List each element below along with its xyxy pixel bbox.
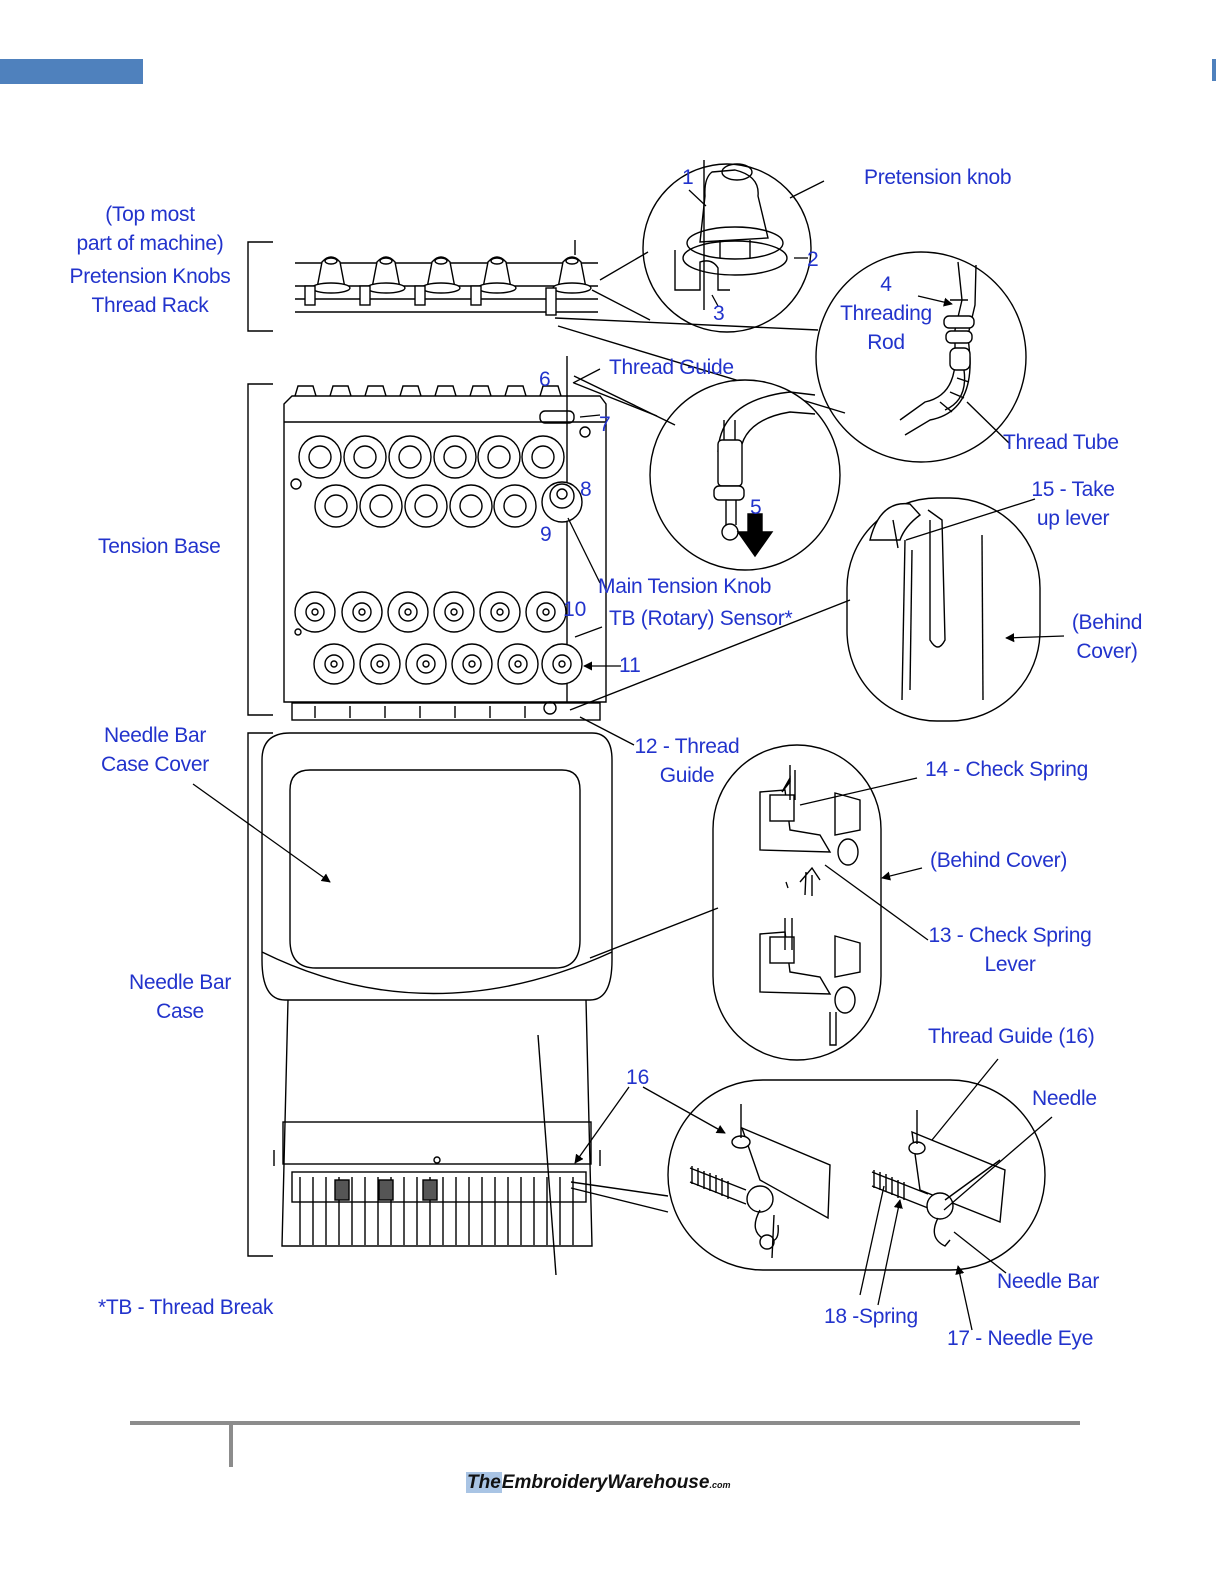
logo-the: The	[466, 1472, 502, 1493]
tension-knobs-upper-row	[298, 435, 565, 479]
label-check-spring-lever: 13 - Check Spring Lever	[915, 921, 1105, 979]
logo-suffix: .com	[709, 1480, 731, 1490]
pretension-knob-3	[414, 256, 461, 306]
callout-8: 8	[580, 478, 592, 501]
label-thread-guide-12-line2: Guide	[659, 764, 715, 787]
label-top-most-line1: (Top most	[105, 203, 195, 226]
pretension-knob-5	[545, 240, 592, 316]
pretension-knob-4	[470, 256, 517, 306]
label-tension-base: Tension Base	[98, 535, 221, 558]
threading-rod-zoom-circle	[554, 251, 1027, 463]
label-take-up-lever: 15 - Take up lever	[1013, 475, 1133, 533]
callout-1: 1	[682, 166, 694, 189]
callout-11: 11	[619, 654, 641, 677]
label-needle-bar-case-line2: Case	[156, 1000, 204, 1023]
header-accent-bar	[0, 59, 143, 84]
needle-zoom	[570, 1079, 1046, 1271]
label-thread-guide-12-line1: 12 - Thread	[634, 735, 740, 758]
callout-2: 2	[807, 248, 819, 271]
label-needle: Needle	[1032, 1087, 1097, 1110]
label-thread-guide: Thread Guide	[609, 356, 734, 379]
tension-knobs-middle-row	[314, 484, 537, 528]
label-needle-bar-case: Needle Bar Case	[110, 968, 250, 1026]
label-pretension-knobs-line1: Pretension Knobs	[69, 265, 231, 288]
footer-logo: TheEmbroideryWarehouse.com	[466, 1471, 730, 1495]
check-spring-zoom	[589, 744, 882, 1061]
callout-16: 16	[626, 1066, 650, 1089]
footer-divider	[229, 1425, 233, 1467]
take-up-lever-zoom	[569, 497, 1041, 722]
callout-7: 7	[599, 413, 611, 436]
thread-guide-zoom-circle	[573, 375, 841, 571]
main-tension-knob-drawing	[541, 481, 583, 523]
label-needle-bar-case-cover-line1: Needle Bar	[103, 724, 207, 747]
label-check-spring: 14 - Check Spring	[925, 758, 1088, 781]
label-threading-rod: 4 Threading Rod	[826, 270, 946, 357]
callout-9: 9	[540, 523, 552, 546]
header-accent-tick	[1212, 59, 1216, 81]
label-thread-guide-16: Thread Guide (16)	[928, 1025, 1095, 1048]
label-tb-sensor: TB (Rotary) Sensor*	[609, 607, 793, 630]
pretension-knob-2	[359, 256, 406, 306]
label-thread-tube: Thread Tube	[1003, 431, 1119, 454]
needle-bar-case-cover	[261, 732, 613, 1001]
label-main-tension-knob: Main Tension Knob	[598, 575, 772, 598]
label-needle-bar-case-cover: Needle Bar Case Cover	[80, 721, 230, 779]
bracket-tension-base	[247, 383, 273, 716]
rotary-sensors-upper-row	[294, 591, 567, 633]
label-needle-eye: 17 - Needle Eye	[947, 1327, 1094, 1350]
pretension-knob-1	[304, 256, 351, 306]
callout-3: 3	[713, 302, 725, 325]
tension-base-bottom-rail	[291, 701, 601, 721]
label-needle-bar-case-line1: Needle Bar	[128, 971, 232, 994]
bracket-thread-rack	[247, 241, 273, 332]
bracket-needle-bar-case	[247, 732, 273, 1257]
label-pretension-knobs: Pretension Knobs Thread Rack	[50, 262, 250, 320]
callout-5: 5	[750, 496, 762, 519]
pretension-zoom-circle	[591, 160, 812, 333]
label-top-most-line2: part of machine)	[76, 232, 224, 255]
label-needle-bar-case-cover-line2: Case Cover	[101, 753, 209, 776]
callout-6: 6	[539, 368, 551, 391]
label-pretension-knobs-line2: Thread Rack	[91, 294, 209, 317]
label-threading-rod-line2: Threading	[840, 302, 932, 325]
footer-rule	[130, 1421, 1080, 1425]
logo-main: EmbroideryWarehouse	[501, 1472, 710, 1493]
label-take-up-lever-line2: up lever	[1036, 507, 1110, 530]
label-behind-cover-2: (Behind Cover)	[930, 849, 1068, 872]
label-pretension-knob: Pretension knob	[864, 166, 1012, 189]
label-spring: 18 -Spring	[824, 1305, 918, 1328]
label-behind-cover-1-line1: (Behind	[1071, 611, 1143, 634]
label-check-spring-lever-line1: 13 - Check Spring	[928, 924, 1092, 947]
label-check-spring-lever-line2: Lever	[984, 953, 1036, 976]
rotary-sensors-lower-row	[313, 643, 583, 685]
label-behind-cover-1-line2: Cover)	[1076, 640, 1138, 663]
label-threading-rod-line3: Rod	[867, 331, 905, 354]
label-thread-guide-12: 12 - Thread Guide	[627, 732, 747, 790]
label-top-most: (Top most part of machine)	[50, 200, 250, 258]
label-needle-bar: Needle Bar	[997, 1270, 1100, 1293]
callout-10: 10	[563, 598, 587, 621]
label-take-up-lever-line1: 15 - Take	[1031, 478, 1115, 501]
needle-bar-case-body	[273, 999, 601, 1276]
label-tb-note: *TB - Thread Break	[98, 1296, 274, 1319]
label-threading-rod-line1: 4	[880, 273, 892, 296]
label-behind-cover-1: (Behind Cover)	[1062, 608, 1152, 666]
